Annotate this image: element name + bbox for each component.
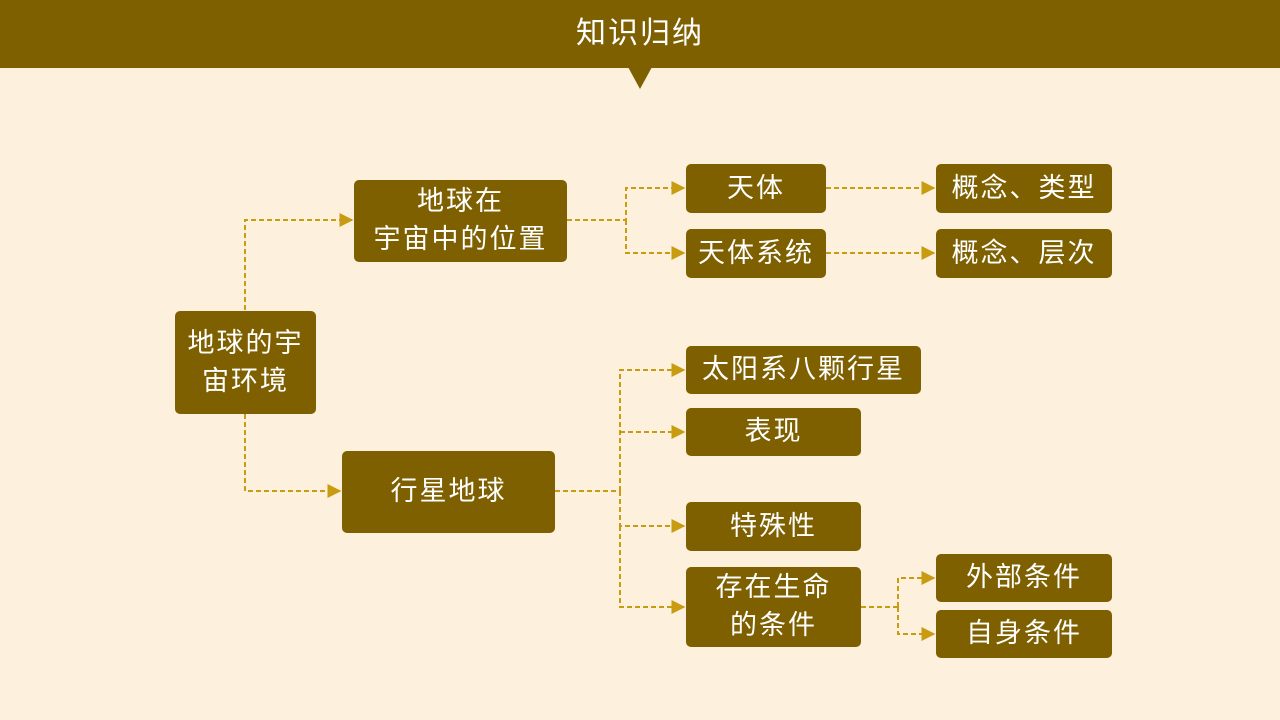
node-eight-planets: 太阳系八颗行星 [686,346,921,394]
node-root-line1: 地球的宇 [187,327,304,359]
connector-life-external [897,571,936,607]
node-celestial-system-detail: 概念、层次 [936,229,1112,278]
header-bar [0,0,1280,68]
node-position-line1: 地球在 [417,186,504,217]
connector-position-body [567,181,686,221]
node-celestial-system: 天体系统 [686,229,826,278]
node-celestial-body-detail: 概念、类型 [936,164,1112,213]
node-life-conditions-line2: 的条件 [730,610,817,641]
connector-planet-particularity [619,491,686,533]
node-life-conditions: 存在生命 的条件 [686,567,861,647]
node-internal-conditions: 自身条件 [936,610,1112,658]
node-particularity: 特殊性 [686,502,861,551]
node-external-conditions: 外部条件 [936,554,1112,602]
connector-life-internal [897,607,936,641]
connector-position-system [625,220,686,260]
node-position-line2: 宇宙中的位置 [373,224,548,255]
connector-root-planet [244,414,342,498]
connector-planet-eight [619,363,686,491]
page-title: 知识归纳 [576,16,704,51]
node-celestial-body: 天体 [686,164,826,213]
connector-planet-life [619,526,686,614]
node-life-conditions-line1: 存在生命 [715,572,832,603]
node-planet-earth: 行星地球 [342,451,555,533]
node-position: 地球在 宇宙中的位置 [354,180,567,262]
header-pointer [628,67,652,89]
node-root-line2: 宙环境 [202,365,289,397]
connector-root-position [244,213,354,310]
node-root: 地球的宇 宙环境 [175,311,316,414]
node-appearance: 表现 [686,408,861,456]
